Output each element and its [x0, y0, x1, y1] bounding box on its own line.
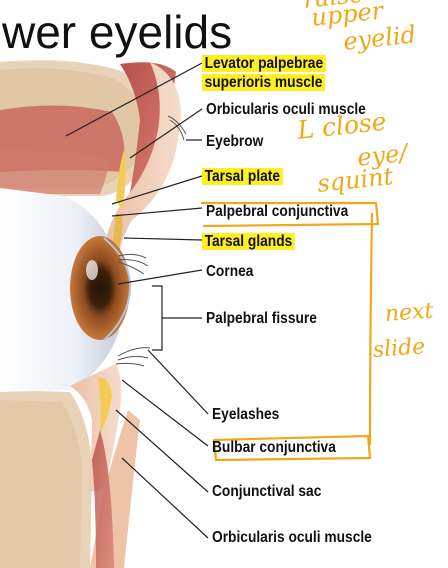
label-conjunctival-sac: Conjunctival sac	[212, 483, 322, 500]
label-levator-palpebrae: Levator palpebrae superioris muscle	[202, 54, 326, 92]
upper-muscles	[0, 62, 176, 205]
label-eyebrow: Eyebrow	[206, 133, 264, 150]
label-tarsal-glands-text: Tarsal glands	[202, 233, 295, 250]
leader-lines	[65, 62, 209, 539]
label-bulbar-conjunctiva: Bulbar conjunctiva	[212, 439, 336, 456]
label-tarsal-plate-text: Tarsal plate	[202, 168, 283, 185]
label-levator-line1: Levator palpebrae	[202, 55, 326, 72]
label-orbicularis-bottom: Orbicularis oculi muscle	[212, 529, 372, 546]
handwritten-note-next: next	[384, 298, 435, 327]
label-palpebral-fissure: Palpebral fissure	[206, 310, 317, 327]
iris	[70, 236, 130, 340]
handwritten-bracket	[200, 201, 380, 462]
label-levator-line2: superioris muscle	[202, 74, 325, 91]
label-orbicularis-top: Orbicularis oculi muscle	[206, 101, 366, 118]
label-tarsal-glands: Tarsal glands	[202, 232, 295, 251]
label-palpebral-conjunctiva: Palpebral conjunctiva	[206, 203, 349, 220]
handwritten-note-slide: slide	[372, 334, 427, 363]
eyelashes	[115, 115, 187, 367]
label-cornea: Cornea	[206, 263, 254, 280]
label-eyelashes: Eyelashes	[212, 406, 280, 423]
lower-eyelid	[70, 364, 140, 568]
label-tarsal-plate: Tarsal plate	[202, 167, 283, 186]
eyeball	[0, 188, 132, 392]
slide-title: wer eyelids	[2, 6, 233, 58]
pupil-highlight	[86, 260, 98, 280]
